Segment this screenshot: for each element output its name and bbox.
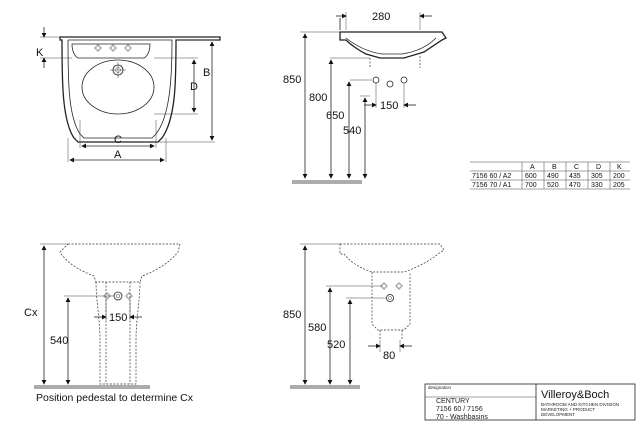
pedestal-side-view: 80 850 580 520 bbox=[283, 243, 445, 389]
dim-d: D bbox=[190, 81, 198, 93]
table-header-k: K bbox=[617, 164, 622, 171]
dim-side-800: 800 bbox=[309, 92, 327, 104]
top-view: K B D C A bbox=[36, 27, 221, 163]
bowl bbox=[81, 59, 155, 115]
dim-k: K bbox=[36, 47, 44, 59]
table-row-1-b: 490 bbox=[547, 173, 559, 180]
title-block: designation CENTURY 7156 60 / 7156 70 - … bbox=[424, 383, 636, 421]
tap-holes bbox=[94, 44, 132, 52]
dim-ped-side-850: 850 bbox=[283, 309, 301, 321]
dim-ped-side-520: 520 bbox=[327, 339, 345, 351]
dim-side-850: 850 bbox=[283, 74, 301, 86]
dim-80: 80 bbox=[383, 350, 395, 362]
dim-cx: Cx bbox=[24, 307, 38, 319]
dim-280: 280 bbox=[372, 11, 390, 23]
dim-ped-150: 150 bbox=[109, 312, 127, 324]
table-row-2-b: 520 bbox=[547, 182, 559, 189]
tb-brand-line3: DEVELOPMENT bbox=[541, 412, 575, 417]
tb-product-desc: 70 - Washbasins bbox=[436, 414, 488, 421]
pedestal-front-view: 150 Cx 540 Position pedestal to determin… bbox=[24, 243, 194, 404]
pedestal-side-holes bbox=[380, 282, 403, 302]
tb-brand: Villeroy&Boch bbox=[541, 389, 609, 401]
dim-side-540: 540 bbox=[343, 125, 361, 137]
table-header-c: C bbox=[574, 164, 579, 171]
table-header-a: A bbox=[530, 164, 535, 171]
table-header-d: D bbox=[596, 164, 601, 171]
tb-product-codes: 7156 60 / 7156 bbox=[436, 406, 483, 413]
tb-designation-label: designation bbox=[428, 385, 452, 390]
supply-holes bbox=[372, 76, 408, 88]
pedestal-note: Position pedestal to determine Cx bbox=[36, 392, 194, 404]
dim-ped-540: 540 bbox=[50, 335, 68, 347]
table-row-2-d: 330 bbox=[591, 182, 603, 189]
table-row-2-c: 470 bbox=[569, 182, 581, 189]
side-view: 280 150 850 800 650 540 bbox=[283, 11, 447, 184]
table-row-1-a: 600 bbox=[525, 173, 537, 180]
pedestal-side-column bbox=[371, 272, 411, 331]
basin-side-dashed bbox=[339, 243, 445, 273]
table-row-1-model: 7156 60 / A2 bbox=[472, 173, 511, 180]
dimension-table: A B C D K 7156 60 / A2 600 490 435 305 2… bbox=[470, 161, 630, 190]
basin-side-profile bbox=[339, 31, 447, 59]
dim-a: A bbox=[114, 149, 122, 161]
table-row-1-k: 200 bbox=[613, 173, 625, 180]
table-row-1-d: 305 bbox=[591, 173, 603, 180]
table-row-2-model: 7156 70 / A1 bbox=[472, 182, 511, 189]
pedestal-column bbox=[95, 281, 141, 385]
dim-ped-side-580: 580 bbox=[308, 322, 326, 334]
dim-c: C bbox=[114, 134, 122, 146]
tb-brand-line2: MARKETING + PRODUCT bbox=[541, 407, 595, 412]
table-header-b: B bbox=[552, 164, 557, 171]
basin-front-dashed bbox=[59, 243, 181, 283]
table-row-2-k: 205 bbox=[613, 182, 625, 189]
tb-brand-line1: BATHROOM AND KITCHEN DIVISION bbox=[541, 402, 619, 407]
dim-b: B bbox=[203, 67, 210, 79]
table-row-2-a: 700 bbox=[525, 182, 537, 189]
dim-side-650: 650 bbox=[326, 110, 344, 122]
tb-product-name: CENTURY bbox=[436, 398, 470, 405]
table-row-1-c: 435 bbox=[569, 173, 581, 180]
dim-side-150: 150 bbox=[380, 100, 398, 112]
